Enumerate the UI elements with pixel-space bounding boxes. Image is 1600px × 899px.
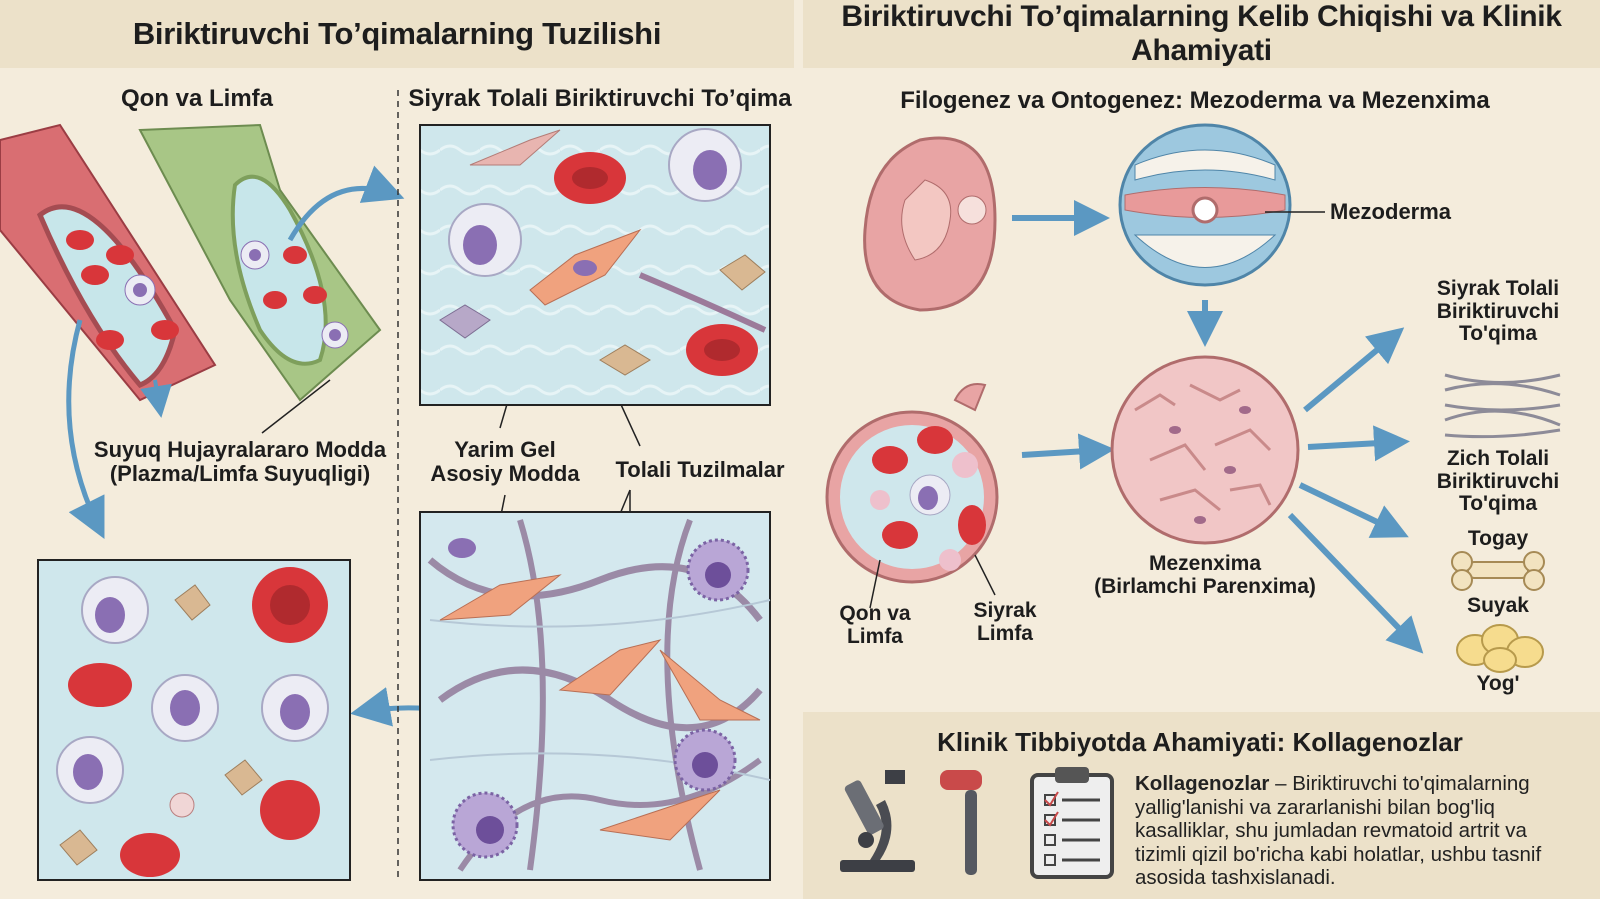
loose-tissue-output-label: Siyrak Tolali Biriktiruvchi To'qima (1436, 277, 1560, 346)
lymph-line1: Siyrak (973, 599, 1037, 622)
fibroblast (439, 574, 562, 621)
clinical-line4: tizimli qizil bo'richa kabi holatlar, us… (1135, 842, 1542, 866)
clinical-line1-text: – Biriktiruvchi to'qimalarning (1269, 772, 1530, 795)
platelet (59, 829, 98, 866)
fiber-label: Tolali Tuzilmalar (615, 457, 785, 482)
fibroblast (659, 649, 761, 721)
right-title-text: Biriktiruvchi To’qimalarning Kelib Chiqi… (841, 0, 1562, 67)
clinical-line3: kasalliklar, shu jumladan revmatoid artr… (1135, 819, 1527, 843)
lymph-vessel (138, 123, 382, 402)
dense-line3: To'qima (1458, 492, 1538, 516)
rbc (283, 246, 307, 264)
fluid-label: Suyuq Hujayralararo Modda (Plazma/Limfa … (94, 438, 386, 486)
clinical-panel-bg (803, 712, 1600, 899)
arrow-vessel-to-blood (66, 319, 105, 539)
loose-lymph-label: Siyrak Limfa (973, 599, 1037, 645)
clipboard-checklist-icon (1030, 767, 1114, 879)
blood-lymph-vessel-icon (825, 383, 999, 584)
rbc (120, 833, 180, 877)
blood-lymph-label: Qon va Limfa (839, 602, 911, 648)
mesenchyme-label: Mezenxima (Birlamchi Parenxima) (1094, 552, 1316, 598)
fluid-label-line1: Suyuq Hujayralararo Modda (93, 437, 387, 462)
rbc (96, 330, 124, 350)
loose-tissue-box (419, 124, 771, 406)
loose-fibers-icon (1444, 373, 1561, 439)
mesoderm-label: Mezoderma (1330, 199, 1452, 224)
platelet (174, 584, 211, 621)
mesenchyme-line1: Mezenxima (1148, 552, 1262, 575)
rbc (68, 663, 132, 707)
rbc (106, 245, 134, 265)
clinical-line2: yallig'lanishi va zararlanishi bilan bog… (1135, 795, 1495, 819)
clinical-line5: asosida tashxislanadi. (1135, 866, 1336, 890)
blood-lymph-heading: Qon va Limfa (120, 85, 274, 112)
fibroblast (469, 129, 561, 166)
dense-line1: Zich Tolali (1446, 447, 1550, 470)
fibroblast (558, 639, 662, 696)
loose-line1: Siyrak Tolali (1436, 277, 1560, 300)
blood-line1: Qon va (839, 602, 911, 625)
platelet (224, 759, 263, 796)
loose-tissue-heading: Siyrak Tolali Biriktiruvchi To’qima (408, 85, 792, 112)
fibrous-tissue-box (419, 511, 771, 881)
fibroblast (599, 789, 721, 841)
blood-line2: Limfa (846, 624, 903, 648)
microscope-icon (840, 770, 915, 872)
loose-line3: To'qima (1458, 322, 1538, 346)
rbc (263, 291, 287, 309)
ground-label-line2: Asosiy Modda (430, 460, 580, 486)
fluid-label-line2: (Plazma/Limfa Suyuqligi) (109, 460, 371, 486)
bone-icon (1451, 551, 1545, 591)
left-illustration (0, 90, 771, 881)
rbc (66, 230, 94, 250)
arrow-lymph-to-loose (287, 165, 405, 242)
rbc (303, 286, 327, 304)
rbc (151, 320, 179, 340)
embryo-cross-section-icon (1118, 123, 1292, 287)
dense-tissue-output-label: Zich Tolali Biriktiruvchi To'qima (1436, 447, 1560, 516)
mesenchyme-line2: (Birlamchi Parenxima) (1094, 574, 1316, 598)
ground-label-line1: Yarim Gel (454, 437, 556, 462)
reflex-hammer-icon (940, 770, 982, 875)
clinical-description: Kollagenozlar – Biriktiruvchi to'qimalar… (1135, 772, 1585, 890)
origin-heading: Filogenez va Ontogenez: Mezoderma va Mez… (900, 87, 1490, 114)
loose-line2: Biriktiruvchi (1436, 299, 1560, 323)
rbc (81, 265, 109, 285)
dense-line2: Biriktiruvchi (1436, 469, 1560, 493)
mesenchyme-icon (1110, 355, 1300, 545)
clinical-term: Kollagenozlar (1135, 772, 1270, 795)
left-title-text: Biriktiruvchi To’qimalarning Tuzilishi (132, 16, 662, 51)
fat-cells-icon (1456, 624, 1544, 673)
embryo-icon (863, 136, 997, 312)
clinical-line1: Kollagenozlar – Biriktiruvchi to'qimalar… (1135, 772, 1585, 796)
bone-label: Suyak (1467, 594, 1529, 617)
blood-smear-box (37, 559, 351, 881)
clinical-heading: Klinik Tibbiyotda Ahamiyati: Kollagenozl… (937, 727, 1463, 757)
lymph-line2: Limfa (976, 621, 1033, 645)
left-panel-title: Biriktiruvchi To’qimalarning Tuzilishi (0, 0, 794, 68)
blood-vessel (0, 123, 217, 402)
right-panel-title: Biriktiruvchi To’qimalarning Kelib Chiqi… (803, 0, 1600, 68)
fat-label: Yog' (1476, 672, 1520, 695)
rbc (260, 780, 320, 840)
cartilage-label: Togay (1467, 527, 1529, 550)
ground-substance-label: Yarim Gel Asosiy Modda (430, 438, 579, 486)
